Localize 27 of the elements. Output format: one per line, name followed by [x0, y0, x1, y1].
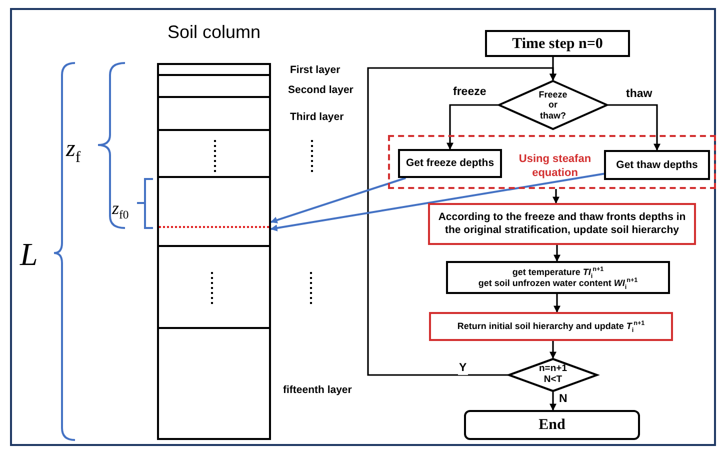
- decision-text: n=n+1 N<T: [538, 364, 568, 386]
- layer-label: First layer: [290, 64, 340, 76]
- arrow: [608, 104, 660, 151]
- box-text: Time step n=0: [512, 34, 603, 52]
- arrow: [270, 177, 406, 224]
- arrow: [552, 189, 560, 204]
- box-text: According to the freeze and thaw fronts depths in the original stratification, update soil hierarchy: [437, 211, 687, 237]
- arrow: [550, 392, 556, 411]
- arrow: [550, 341, 556, 359]
- arrow: [554, 245, 560, 262]
- edge-label: Y: [458, 362, 468, 375]
- box-text: Get thaw depths: [616, 158, 698, 172]
- box-text: Get freeze depths: [406, 157, 494, 170]
- arrow: [270, 172, 604, 232]
- annotation-text: Using steafan equation: [518, 153, 592, 180]
- arrow: [554, 294, 560, 313]
- dimension-label: z$_{f0}$: [112, 198, 129, 222]
- arrow: [446, 104, 498, 150]
- layer-label: Second layer: [288, 84, 354, 96]
- layer-label: Third layer: [290, 111, 344, 123]
- decision-text: Freeze or thaw?: [538, 89, 568, 121]
- dimension-label: z$_{f}$: [66, 136, 81, 167]
- box-text: End: [538, 416, 566, 434]
- layer-label: fifteenth layer: [283, 384, 352, 396]
- column-title: Soil column: [166, 21, 262, 44]
- dimension-label: L: [20, 236, 38, 273]
- arrow: [367, 67, 556, 376]
